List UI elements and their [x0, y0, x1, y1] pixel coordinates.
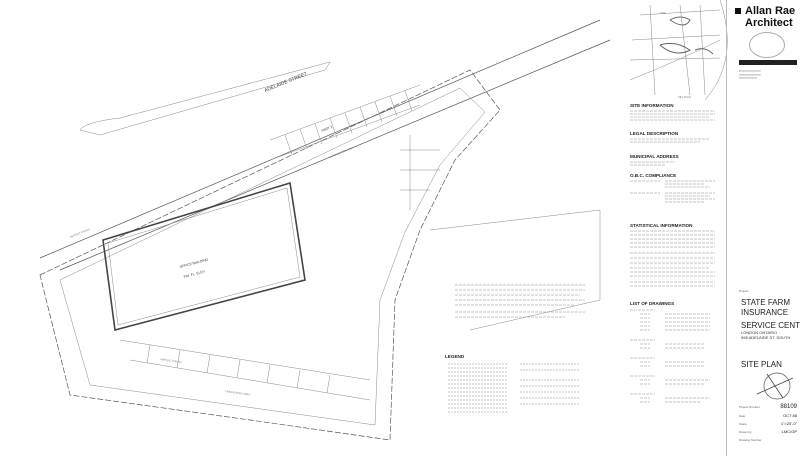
- building-elevation: FIN. FL. ELEV.: [183, 269, 206, 279]
- title-block: Allan Rae Architect ━━━━━━━━━━━━━━━━━━━━…: [726, 0, 800, 456]
- paving-label: ASPHALT PAVING: [69, 227, 91, 239]
- statistical-information-heading: STATISTICAL INFORMATION: [630, 223, 693, 228]
- obc-compliance-heading: O.B.C. COMPLIANCE: [630, 173, 676, 178]
- key-plan-label: KEY PLAN: [678, 95, 691, 99]
- title-bar: [739, 60, 797, 65]
- landscape-label: LANDSCAPED AREA: [225, 389, 251, 397]
- office-building-footprint: [102, 181, 306, 332]
- landscape-label-2: LANDSCAPED AREA: [329, 146, 354, 159]
- north-arrow-icon: [756, 372, 794, 400]
- paving-label-2: ASPHALT PAVING: [160, 357, 182, 364]
- firm-logo: Allan Rae Architect: [735, 5, 795, 29]
- project-name-line1: STATE FARM: [741, 298, 791, 307]
- general-notes: ━━━━━━━━━━━━━━━━━━━━━━━━━━━━━━━━━━: [739, 69, 761, 81]
- logo-square-icon: [735, 8, 741, 14]
- part-label: PART 2: [321, 125, 333, 133]
- list-of-drawings-heading: LIST OF DRAWINGS: [630, 301, 674, 306]
- project-name-line2: INSURANCE: [741, 308, 789, 317]
- street-label: ADELAIDE STREET: [264, 71, 309, 94]
- municipal-address-heading: MUNICIPAL ADDRESS: [630, 154, 679, 159]
- site-information-heading: SITE INFORMATION: [630, 103, 674, 108]
- project-address: 998 ADELAIDE ST. SOUTH: [741, 335, 791, 340]
- property-boundary: [39, 69, 601, 441]
- architect-seal: [749, 32, 785, 58]
- project-name-line3: SERVICE CENTRE: [741, 321, 800, 330]
- key-plan: [629, 0, 728, 101]
- legend-entries: [448, 363, 580, 413]
- drawing-number-row: Drawing Number: [739, 438, 762, 442]
- building-name: OFFICE BUILDING: [179, 257, 209, 269]
- drawing-title: SITE PLAN: [741, 360, 782, 369]
- plan-notes: [455, 284, 585, 318]
- parking-stalls: [119, 84, 440, 401]
- legend-title: LEGEND: [445, 354, 465, 359]
- project-city: LONDON ONTARIO: [741, 330, 778, 335]
- legal-description-heading: LEGAL DESCRIPTION: [630, 131, 679, 136]
- project-label: Project: [739, 289, 749, 293]
- key-plan-site-label: SITE: [660, 11, 666, 15]
